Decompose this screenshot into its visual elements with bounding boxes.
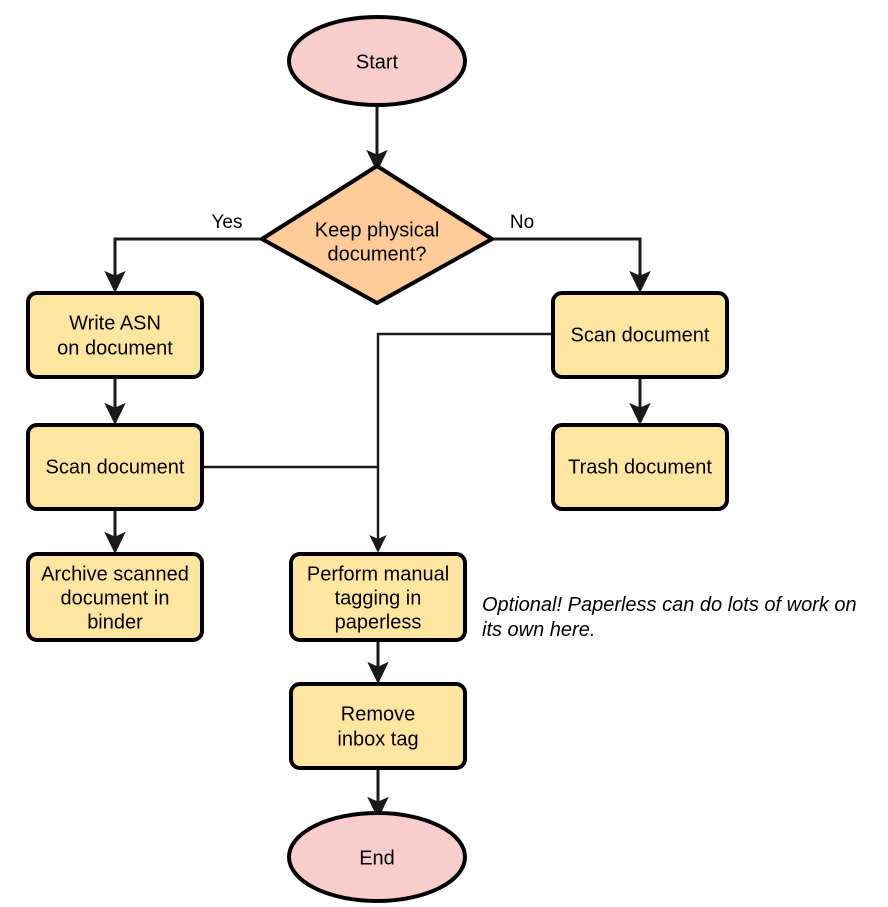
node-scan-document-left[interactable]: Scan document <box>26 423 204 511</box>
node-archive-scanned-document-in-binder[interactable]: Archive scanned document in binder <box>26 552 204 642</box>
remove-inbox-label-line1: Remove <box>341 703 415 725</box>
scan-document-right-label: Scan document <box>571 324 710 346</box>
edge-scan-right-to-tagging <box>369 332 551 553</box>
write-asn-label-line2: on document <box>57 337 173 359</box>
tagging-label-line1: Perform manual <box>307 563 449 585</box>
write-asn-label-line1: Write ASN <box>69 312 161 334</box>
annotation-note: Optional! Paperless can do lots of work … <box>482 594 857 641</box>
edge-label-no: No <box>510 212 534 233</box>
tagging-label-line2: tagging in <box>335 587 422 609</box>
tagging-box <box>289 552 467 642</box>
node-start[interactable]: Start <box>287 15 467 107</box>
remove-inbox-box <box>289 682 467 770</box>
scan-document-left-box <box>26 423 204 511</box>
edge-decision-yes-to-write-asn <box>104 237 262 293</box>
node-scan-document-right[interactable]: Scan document <box>551 291 729 379</box>
edge-decision-no-to-scan-right <box>492 237 651 293</box>
decision-label-line1: Keep physical <box>315 219 440 241</box>
write-asn-box <box>26 291 204 379</box>
start-label: Start <box>356 51 399 73</box>
node-perform-manual-tagging[interactable]: Perform manual tagging in paperless <box>289 552 467 642</box>
node-remove-inbox-tag[interactable]: Remove inbox tag <box>289 682 467 770</box>
end-ellipse <box>287 811 467 903</box>
start-ellipse <box>287 15 467 107</box>
archive-label-line1: Archive scanned <box>41 563 189 585</box>
node-decision-keep-physical-document[interactable]: Keep physical document? <box>260 164 494 305</box>
scan-document-right-box <box>551 291 729 379</box>
remove-inbox-label-line2: inbox tag <box>337 728 418 750</box>
archive-box <box>26 552 204 642</box>
tagging-label-line3: paperless <box>335 611 422 633</box>
node-end[interactable]: End <box>287 811 467 903</box>
edge-label-yes: Yes <box>212 212 243 233</box>
trash-document-label: Trash document <box>568 456 712 478</box>
node-trash-document[interactable]: Trash document <box>551 423 729 511</box>
decision-diamond <box>260 164 494 305</box>
archive-label-line2: document in <box>61 587 170 609</box>
scan-document-left-label: Scan document <box>46 456 185 478</box>
note-line2: its own here. <box>482 619 595 641</box>
note-line1: Optional! Paperless can do lots of work … <box>482 594 857 616</box>
end-label: End <box>359 847 395 869</box>
trash-document-box <box>551 423 729 511</box>
archive-label-line3: binder <box>87 611 143 633</box>
decision-label-line2: document? <box>328 243 427 265</box>
node-write-asn-on-document[interactable]: Write ASN on document <box>26 291 204 379</box>
